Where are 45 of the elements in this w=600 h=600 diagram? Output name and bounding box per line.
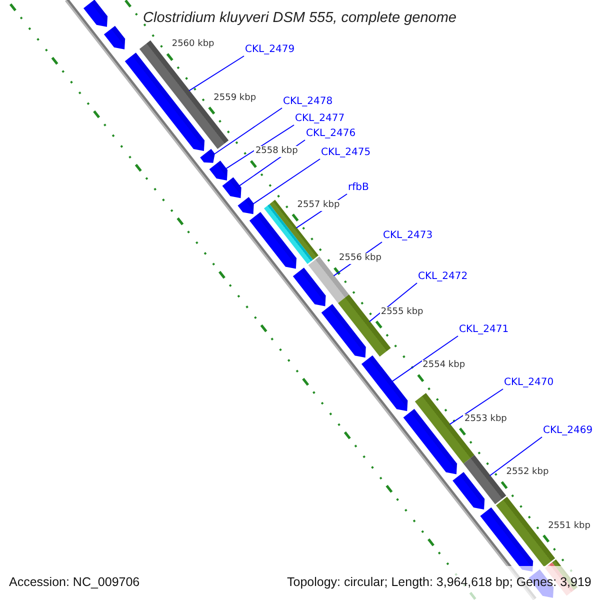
tick-label: 2559 kbp <box>212 92 258 104</box>
gene-label: CKL_2475 <box>321 146 371 160</box>
gene-feature <box>238 197 254 214</box>
gene-feature <box>403 408 458 474</box>
gene-label: CKL_2476 <box>306 127 356 141</box>
gene-feature <box>463 455 506 504</box>
gene-feature <box>209 160 228 180</box>
tick-label: 2557 kbp <box>296 200 341 211</box>
gene-label: rfbB <box>348 181 369 195</box>
gene-feature <box>249 212 296 269</box>
gene-feature <box>452 472 485 510</box>
tick-label: 2555 kbp <box>380 306 424 318</box>
gene-feature <box>321 304 366 358</box>
tick-label: 2551 kbp <box>547 520 592 532</box>
tick-label: 2558 kbp <box>254 146 299 158</box>
leader-line <box>188 56 244 92</box>
gene-feature <box>83 0 108 27</box>
gene-feature <box>292 268 326 306</box>
topology-text: Topology: circular; Length: 3,964,618 bp; Genes: 3,919 <box>287 574 592 590</box>
tick-label: 2556 kbp <box>338 253 382 264</box>
gene-label: CKL_2471 <box>459 323 509 337</box>
tick-label: 2554 kbp <box>422 360 466 372</box>
gene-label: CKL_2479 <box>245 43 295 57</box>
gene-feature <box>222 177 242 198</box>
leader-line <box>226 124 294 170</box>
gene-label: CKL_2478 <box>283 95 333 109</box>
accession-text: Accession: NC_009706 <box>9 574 140 590</box>
gene-feature <box>124 52 205 152</box>
leader-line <box>489 436 542 476</box>
gene-label: CKL_2469 <box>543 424 593 438</box>
tick-label: 2552 kbp <box>505 467 550 478</box>
tick-label: 2560 kbp <box>170 39 216 50</box>
gene-feature <box>361 355 408 412</box>
leader-line <box>369 282 418 322</box>
gene-label: CKL_2473 <box>383 229 433 243</box>
leader-line <box>252 158 320 204</box>
gene-label: CKL_2470 <box>504 376 554 390</box>
gene-label: CKL_2472 <box>418 270 468 284</box>
gene-label: CKL_2477 <box>295 112 345 126</box>
leader-line <box>392 336 458 382</box>
tick-label: 2553 kbp <box>463 414 508 425</box>
leader-line <box>214 108 282 154</box>
leader-line <box>449 388 504 425</box>
map-title: Clostridium kluyveri DSM 555, complete genome <box>143 9 456 28</box>
gene-feature <box>104 26 126 50</box>
